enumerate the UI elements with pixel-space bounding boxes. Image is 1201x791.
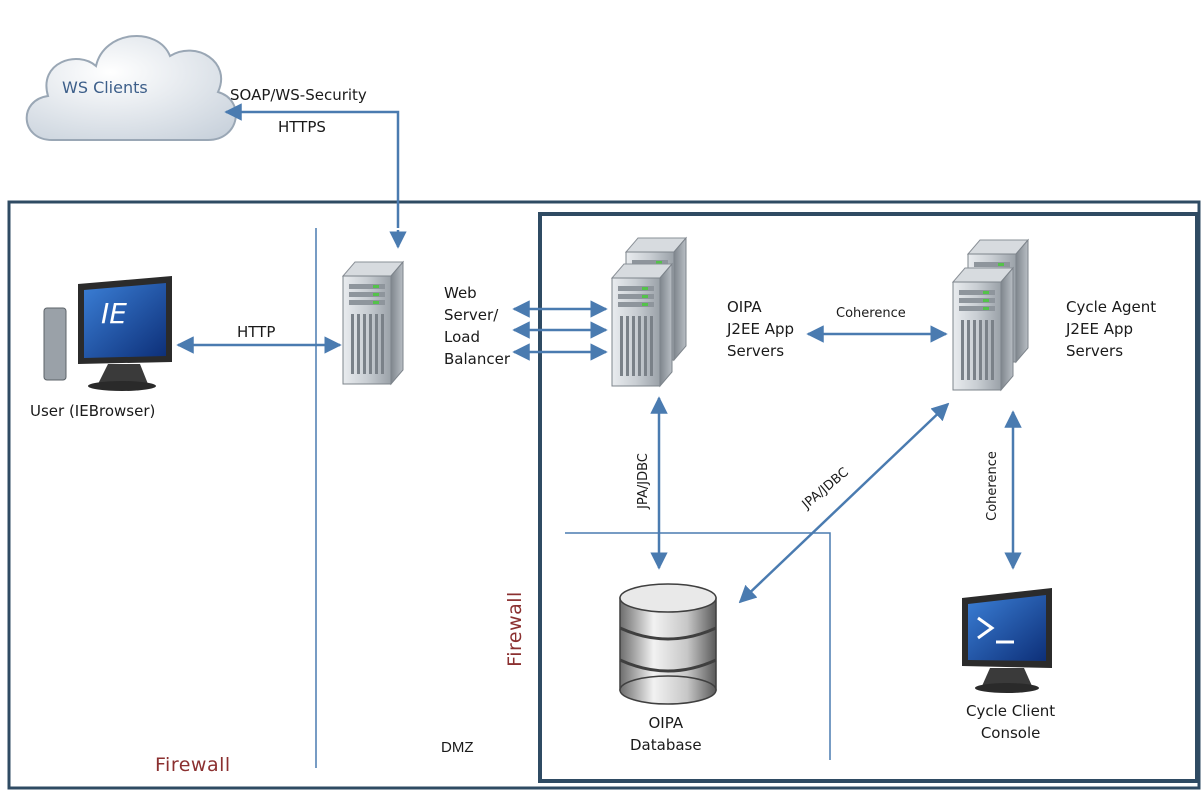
jpa-jdbc-vertical-label: JPA/JDBC — [636, 453, 651, 509]
oipa-database-label: OIPA Database — [630, 714, 702, 754]
firewall-bottom-label: Firewall — [155, 754, 231, 776]
coherence-horizontal-label: Coherence — [836, 306, 906, 321]
database-icon — [619, 583, 717, 705]
soap-https-link — [224, 103, 400, 228]
console-monitor-icon — [962, 588, 1052, 693]
cycle-console-label: Cycle Client Console — [966, 702, 1056, 742]
oipa-server-front-icon — [611, 263, 673, 387]
oipa-servers-label: OIPA J2EE App Servers — [727, 298, 794, 360]
web-server-label: Web Server/ Load Balancer — [444, 284, 510, 368]
dmz-label: DMZ — [441, 739, 474, 756]
cycle-db-link — [738, 402, 950, 604]
cloud-icon — [25, 35, 237, 141]
ws-clients-label: WS Clients — [62, 78, 148, 97]
cycle-server-front-icon — [952, 267, 1014, 391]
https-label: HTTPS — [278, 118, 326, 136]
firewall-vertical-label: Firewall — [504, 591, 526, 667]
web-server-icon — [342, 261, 404, 385]
cycle-agent-label: Cycle Agent J2EE App Servers — [1066, 298, 1157, 360]
internal-network-frame — [538, 212, 1199, 783]
http-label: HTTP — [237, 323, 276, 341]
ie-logo: IE — [101, 297, 127, 330]
soap-label: SOAP/WS-Security — [230, 86, 367, 104]
user-label: User (IEBrowser) — [30, 402, 156, 420]
coherence-vertical-label: Coherence — [985, 451, 1000, 521]
user-computer-icon — [43, 276, 172, 391]
